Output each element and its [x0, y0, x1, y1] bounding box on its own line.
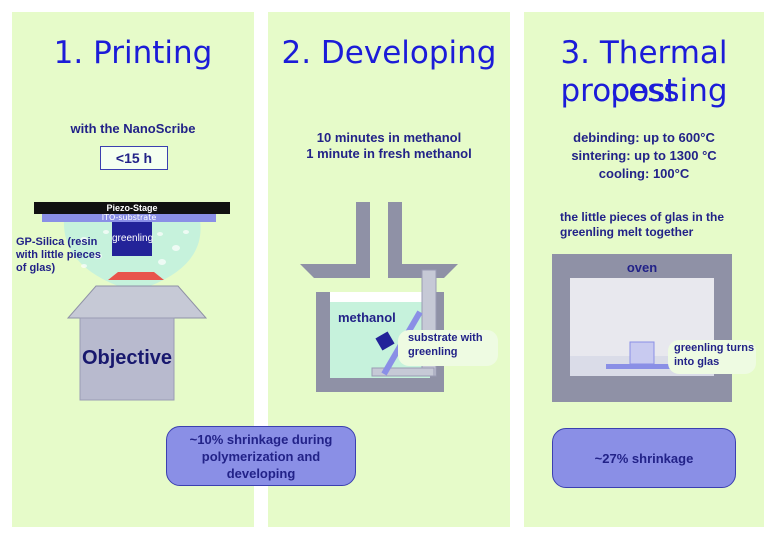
substrate-callout-bg [398, 330, 498, 366]
objective-top [66, 285, 208, 319]
melt-text: the little pieces of glas in the greenli… [560, 210, 725, 239]
print-time-box: <15 h [100, 146, 168, 170]
greenling-block: greenling [112, 222, 153, 256]
oven-label: oven [626, 260, 658, 275]
piezo-stage: Piezo-Stage [34, 202, 230, 214]
lid-left [300, 202, 370, 278]
gp-silica-label: GP-Silica (resin with little pieces of g… [16, 236, 101, 274]
thermal-title-line2: processing [560, 73, 728, 109]
developing-line1: 10 minutes in methanol [316, 130, 462, 145]
glass-piece [629, 341, 655, 365]
lid-right [388, 202, 458, 278]
glass-label: greenling turns into glas [674, 342, 755, 368]
ito-substrate: ITO-substrate [42, 214, 216, 222]
substrate-label: substrate with greenling [408, 332, 483, 358]
nanoscribe-subtitle: with the NanoScribe [70, 121, 196, 136]
printing-title: 1. Printing [53, 35, 213, 71]
oven-substrate [606, 364, 686, 369]
shrinkage-pill-2: ~27% shrinkage [552, 428, 736, 488]
thermal-line3: cooling: 100°C [598, 166, 690, 181]
developing-line2: 1 minute in fresh methanol [306, 146, 472, 161]
thermal-title-line1: 3. Thermal post [560, 35, 728, 109]
greenling-piece [375, 331, 395, 351]
thermal-line1: debinding: up to 600°C [573, 130, 715, 145]
objective-label: Objective [81, 347, 173, 369]
shrinkage-pill-1: ~10% shrinkage during polymerization and… [166, 426, 356, 486]
developing-title: 2. Developing [281, 35, 497, 71]
printing-panel: 1. Printing with the NanoScribe <15 h [12, 12, 254, 527]
thermal-line2: sintering: up to 1300 °C [571, 148, 717, 163]
holder-base [371, 367, 435, 377]
red-lens [108, 272, 164, 280]
methanol-label: methanol [338, 310, 396, 325]
objective-body [79, 317, 175, 401]
glass-callout-bg [668, 340, 756, 374]
glass-particles [80, 230, 189, 268]
